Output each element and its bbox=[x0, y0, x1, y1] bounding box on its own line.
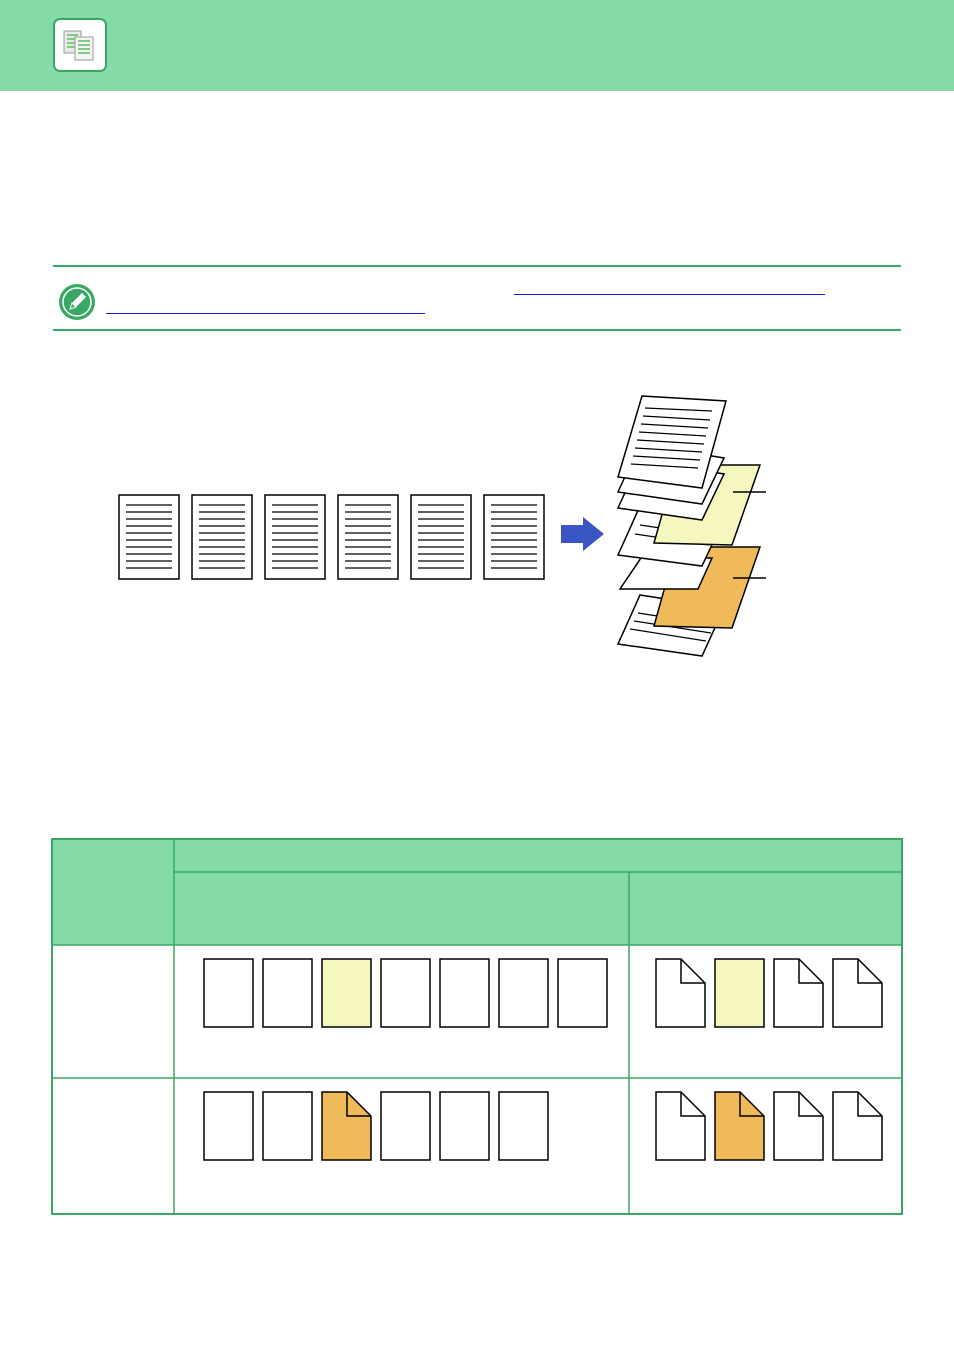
copy-document-icon[interactable] bbox=[53, 18, 107, 72]
original-pages bbox=[118, 494, 545, 580]
sheet-icon bbox=[832, 1091, 883, 1161]
insert-settings-table bbox=[51, 838, 903, 1215]
note-link-1[interactable] bbox=[514, 280, 825, 295]
original-page bbox=[118, 494, 180, 580]
output-stack bbox=[616, 395, 766, 657]
original-page bbox=[191, 494, 253, 580]
original-page bbox=[483, 494, 545, 580]
sheet-icon bbox=[714, 1091, 765, 1161]
sheet-icon bbox=[773, 958, 824, 1028]
sheet-icon bbox=[832, 958, 883, 1028]
sheet-icon bbox=[380, 1091, 431, 1161]
sheet-icon bbox=[439, 958, 490, 1028]
sheet-icon bbox=[655, 958, 706, 1028]
sheet-icon bbox=[380, 958, 431, 1028]
sheet-icon bbox=[321, 1091, 372, 1161]
sheet-icon bbox=[498, 1091, 549, 1161]
table-sheet-icons bbox=[203, 958, 883, 1161]
original-page bbox=[410, 494, 472, 580]
sheet-icon bbox=[203, 1091, 254, 1161]
sheet-icon bbox=[714, 958, 765, 1028]
sheet-icon bbox=[262, 1091, 313, 1161]
note-link-2[interactable] bbox=[106, 299, 425, 314]
sheet-icon bbox=[203, 958, 254, 1028]
original-page bbox=[337, 494, 399, 580]
note-top-rule bbox=[53, 265, 901, 267]
output-sheet bbox=[617, 395, 727, 489]
sheet-icon bbox=[655, 1091, 706, 1161]
sheet-icon bbox=[557, 958, 608, 1028]
note-bottom-rule bbox=[53, 329, 901, 331]
original-page bbox=[264, 494, 326, 580]
sheet-icon bbox=[773, 1091, 824, 1161]
header-bar bbox=[0, 0, 954, 91]
sheet-icon bbox=[262, 958, 313, 1028]
right-arrow-icon bbox=[561, 517, 604, 551]
sheet-icon bbox=[321, 958, 372, 1028]
sheet-icon bbox=[498, 958, 549, 1028]
pencil-note-icon bbox=[58, 283, 96, 321]
insert-sheets-illustration bbox=[0, 380, 954, 670]
sheet-icon bbox=[439, 1091, 490, 1161]
